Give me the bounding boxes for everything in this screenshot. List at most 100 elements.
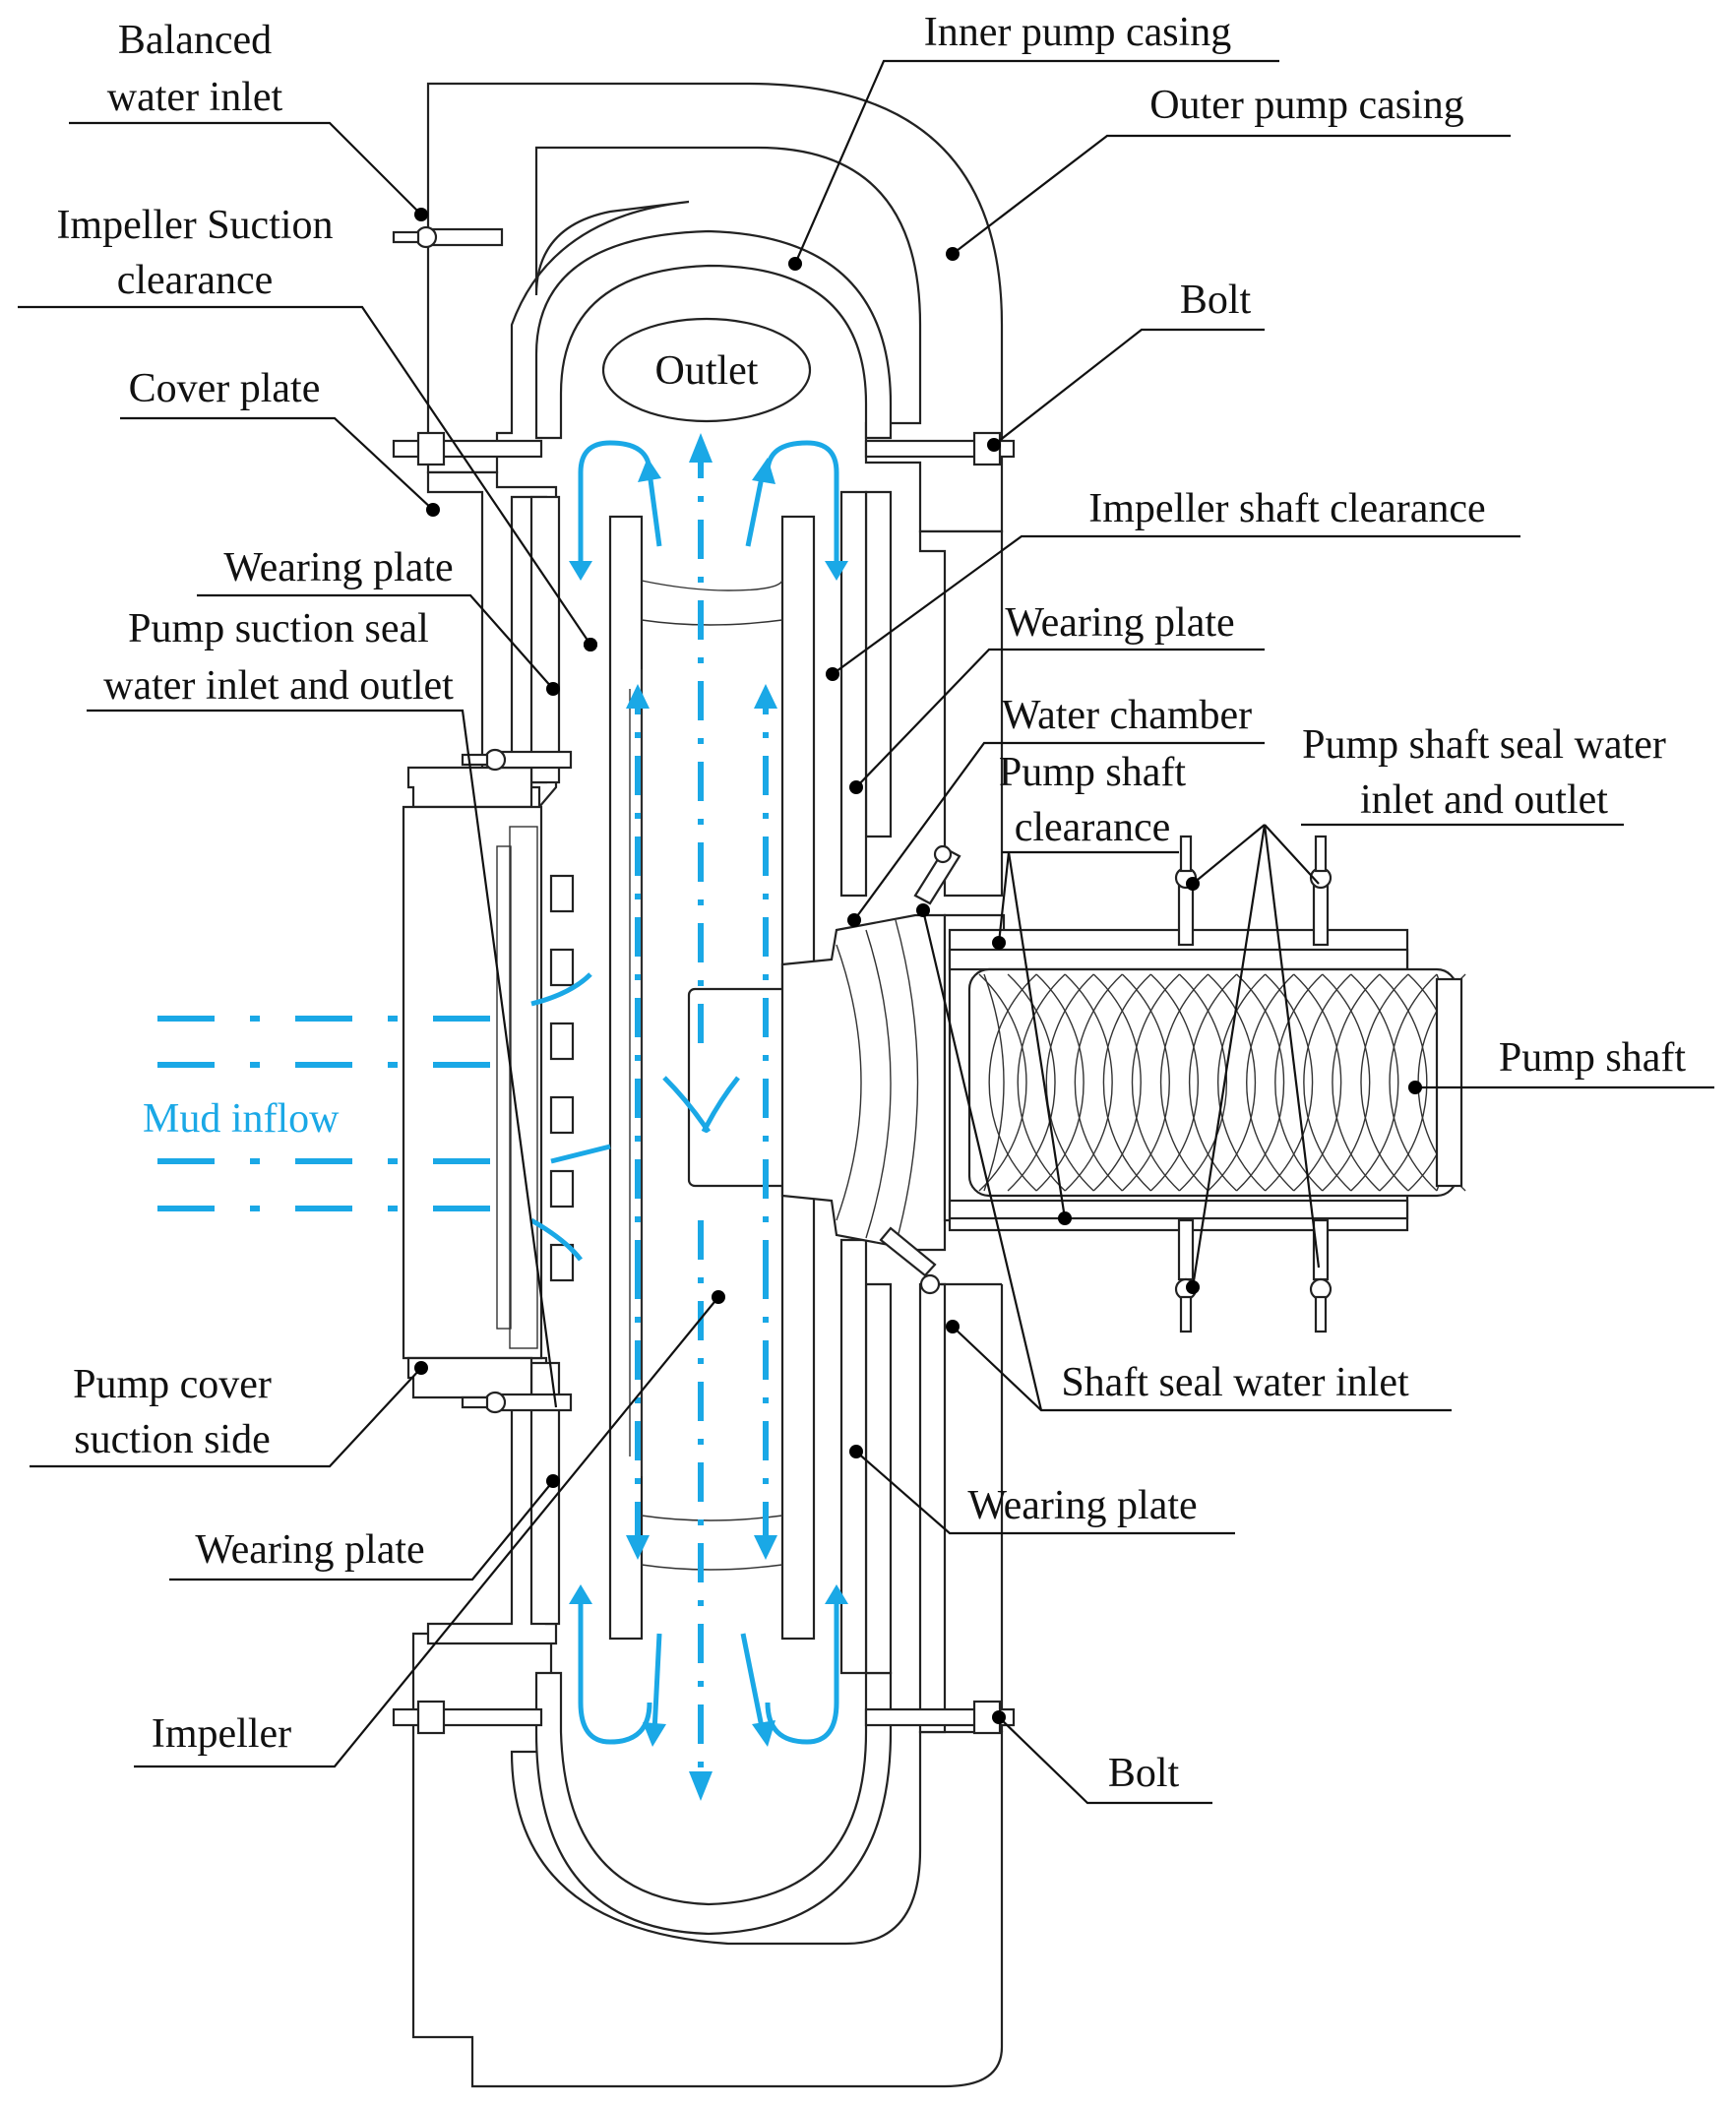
shaft-packing-spiral [978,973,1466,1192]
svg-text:water inlet and outlet: water inlet and outlet [103,663,454,709]
svg-text:inlet and outlet: inlet and outlet [1360,777,1608,823]
mud-inflow-streams: Mud inflow [143,1016,512,1211]
annotations: Balanced water inlet Impeller Suction cl… [18,10,1714,1805]
spiral-turn [1389,973,1438,1192]
svg-text:Impeller Suction: Impeller Suction [56,203,333,248]
pump-shaft [967,967,1466,1198]
spiral-turn [1160,973,1209,1192]
fitting-bottom-1 [1174,1218,1198,1333]
svg-text:Impeller: Impeller [152,1711,291,1757]
right-outer-wall [918,529,1004,1734]
bolt-lower-left [392,1700,543,1735]
spiral-turn [1332,973,1381,1192]
svg-text:Wearing plate: Wearing plate [1005,600,1234,646]
spiral-turn [1379,973,1428,1192]
label-cover-plate: Cover plate [120,366,440,517]
label-wearing-plate-upper-right: Wearing plate [849,600,1265,794]
svg-text:Wearing plate: Wearing plate [195,1527,424,1573]
fitting-chamber-top [913,844,961,905]
svg-text:Pump shaft: Pump shaft [1499,1035,1687,1081]
label-outer-pump-casing: Outer pump casing [946,83,1511,261]
fitting-top-1 [1174,835,1198,947]
suction-seal-fitting-upper [461,748,573,772]
spiral-turn [1322,973,1371,1192]
svg-text:Cover plate: Cover plate [129,366,321,411]
spiral-turn [1303,973,1352,1192]
spiral-turn [1131,973,1180,1192]
seal-water-fittings [879,835,1333,1333]
spiral-turn [1189,973,1238,1192]
spiral-turn [1208,973,1256,1192]
label-inner-pump-casing: Inner pump casing [788,10,1279,271]
label-water-chamber: Water chamber [847,693,1265,927]
spiral-turn [1017,973,1066,1192]
label-pump-shaft: Pump shaft [1408,1035,1714,1094]
label-impeller-suction-clearance: Impeller Suction clearance [18,203,597,651]
pump-cover-suction-side [402,766,575,1399]
fitting-top-2 [1309,835,1333,947]
label-bolt-upper: Bolt [987,278,1265,452]
svg-text:Shaft seal water inlet: Shaft seal water inlet [1061,1360,1409,1405]
svg-text:Wearing plate: Wearing plate [967,1483,1197,1528]
svg-text:Pump shaft seal water: Pump shaft seal water [1302,722,1666,768]
label-shaft-seal-water-inlet: Shaft seal water inlet [916,903,1452,1412]
spiral-turn [1293,973,1342,1192]
spiral-turn [1102,973,1151,1192]
label-impeller: Impeller [134,1290,725,1768]
spiral-turn [988,973,1037,1192]
outlet: Outlet [601,317,812,423]
spiral-turn [1350,973,1399,1192]
spiral-turn [1092,973,1142,1192]
label-wearing-plate-lower-right: Wearing plate [849,1445,1235,1535]
spiral-turn [1274,973,1324,1192]
spiral-turn [1178,973,1227,1192]
label-wearing-plate-upper-left: Wearing plate [197,545,560,696]
label-balanced-water-inlet: Balanced water inlet [69,18,428,221]
svg-text:clearance: clearance [1015,805,1171,850]
outer-pump-casing [411,82,1004,2088]
fitting-bottom-2 [1309,1218,1333,1333]
mud-inflow-label: Mud inflow [143,1096,340,1142]
spiral-turn [1217,973,1267,1192]
spiral-turn [1246,973,1295,1192]
suction-seal-fitting-lower [461,1391,573,1414]
cover-plate [426,470,561,1645]
svg-text:Water chamber: Water chamber [1002,693,1252,738]
cover-bolts [549,874,575,1282]
outlet-label: Outlet [655,348,759,394]
label-pump-suction-seal: Pump suction seal water inlet and outlet [87,606,558,1408]
label-pump-shaft-clearance: Pump shaft clearance [992,750,1186,1225]
svg-text:Pump suction seal: Pump suction seal [128,606,429,651]
bolt-upper-left [392,431,543,466]
spiral-turn [1045,973,1094,1192]
label-wearing-plate-lower-left: Wearing plate [169,1474,560,1581]
inner-pump-casing [534,229,893,1936]
svg-text:Bolt: Bolt [1108,1751,1180,1796]
svg-text:Impeller shaft clearance: Impeller shaft clearance [1088,486,1485,531]
svg-text:Inner pump casing: Inner pump casing [924,10,1232,55]
spiral-turn [1007,973,1056,1192]
fitting-chamber-bottom [879,1226,941,1295]
spiral-turn [1360,973,1409,1192]
impeller [608,515,947,1641]
spiral-turn [978,973,1027,1192]
svg-text:Balanced: Balanced [118,18,272,63]
spiral-turn [1149,973,1199,1192]
spiral-turn [1236,973,1285,1192]
right-wearing-plate-lower [839,1238,893,1675]
spiral-turn [1121,973,1170,1192]
svg-text:clearance: clearance [117,258,274,303]
svg-text:Pump shaft: Pump shaft [999,750,1187,795]
svg-text:water inlet: water inlet [107,75,283,120]
spiral-turn [1074,973,1123,1192]
svg-text:Outer pump casing: Outer pump casing [1149,83,1464,128]
svg-text:Pump cover: Pump cover [73,1362,272,1407]
label-pump-shaft-seal: Pump shaft seal water inlet and outlet [1186,722,1666,1294]
spiral-turn [1064,973,1113,1192]
balanced-water-inlet-fitting [392,225,504,249]
svg-text:Bolt: Bolt [1180,278,1252,323]
svg-text:suction side: suction side [74,1417,270,1462]
label-impeller-shaft-clearance: Impeller shaft clearance [826,486,1520,681]
label-bolt-lower: Bolt [992,1710,1212,1805]
